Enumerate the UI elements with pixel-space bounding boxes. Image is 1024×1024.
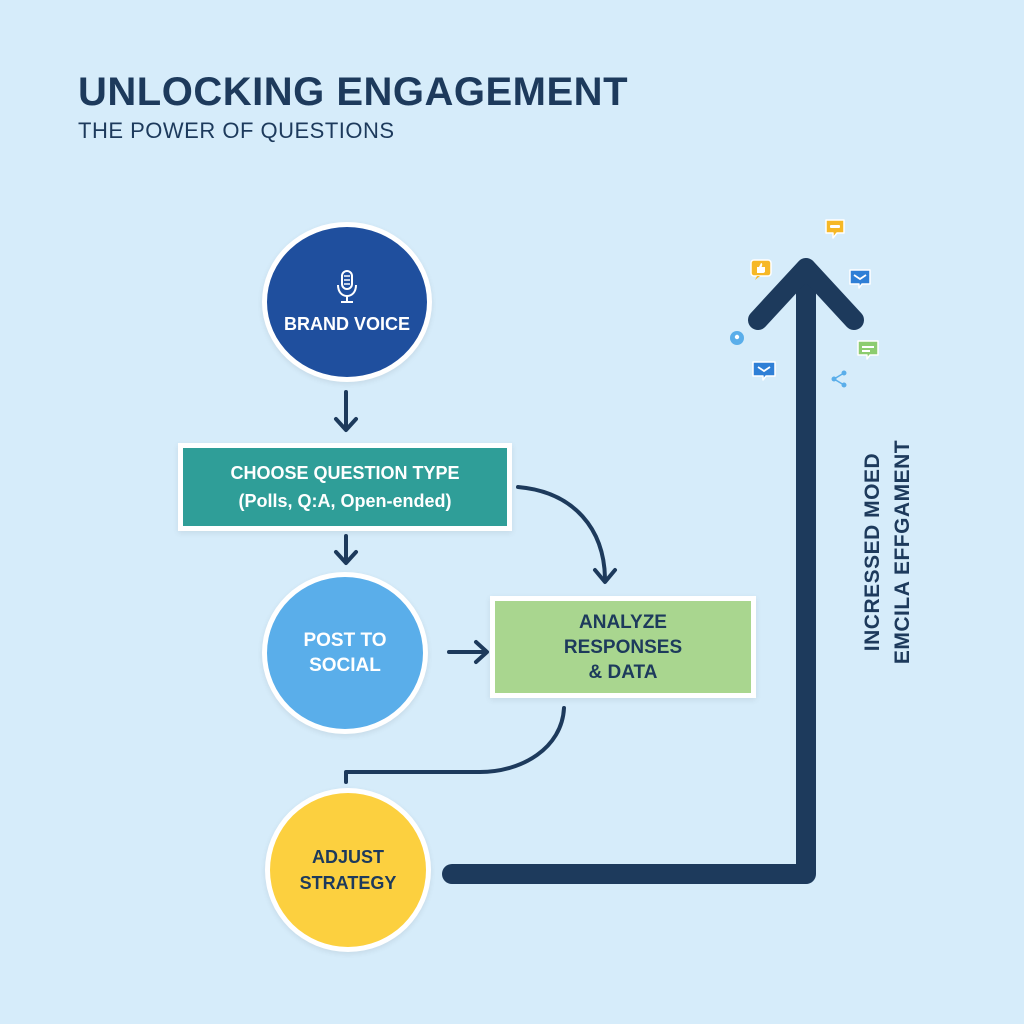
growth-arrow xyxy=(442,258,864,884)
adjust-label-line2: STRATEGY xyxy=(299,873,397,893)
growth-label-line1: INCRESSED MOED xyxy=(861,452,884,652)
brand-voice-node: BRAND VOICE xyxy=(262,222,432,382)
choose-question-type-detail: (Polls, Q:A, Open-ended) xyxy=(238,491,452,511)
arrow-brand-to-choose xyxy=(334,390,358,432)
analyze-label-line2: RESPONSES xyxy=(563,636,683,658)
microphone-icon xyxy=(337,269,357,303)
mail-icon xyxy=(752,361,776,381)
arrow-post-to-analyze xyxy=(447,640,489,664)
analyze-label-line3: & DATA xyxy=(588,661,658,683)
post-to-social-node: POST TO SOCIAL xyxy=(262,572,428,734)
post-to-social-label-line2: SOCIAL xyxy=(309,655,381,676)
share-icon xyxy=(831,370,847,388)
choose-question-type-node: CHOOSE QUESTION TYPE (Polls, Q:A, Open-e… xyxy=(178,443,512,531)
adjust-strategy-node: ADJUST STRATEGY xyxy=(265,788,431,952)
comment-icon xyxy=(857,340,879,360)
thumbs-up-icon xyxy=(750,259,772,280)
growth-label-line2: EMCILA EFFGAMENT xyxy=(891,439,914,665)
choose-question-type-label: CHOOSE QUESTION TYPE xyxy=(230,463,460,483)
adjust-label-line1: ADJUST xyxy=(311,847,384,867)
chat-bubble-icon xyxy=(825,219,845,239)
analyze-label-line1: ANALYZE xyxy=(579,611,667,633)
location-pin-icon xyxy=(730,331,744,345)
arrow-choose-to-analyze xyxy=(516,485,617,584)
page-title: UNLOCKING ENGAGEMENT xyxy=(78,70,628,114)
analyze-responses-node: ANALYZE RESPONSES & DATA xyxy=(490,596,756,698)
arrow-choose-to-post xyxy=(334,534,358,565)
post-to-social-label-line1: POST TO xyxy=(303,630,387,651)
brand-voice-label: BRAND VOICE xyxy=(283,313,410,334)
message-icon xyxy=(849,269,871,289)
page-subtitle: THE POWER OF QUESTIONS xyxy=(78,118,395,143)
